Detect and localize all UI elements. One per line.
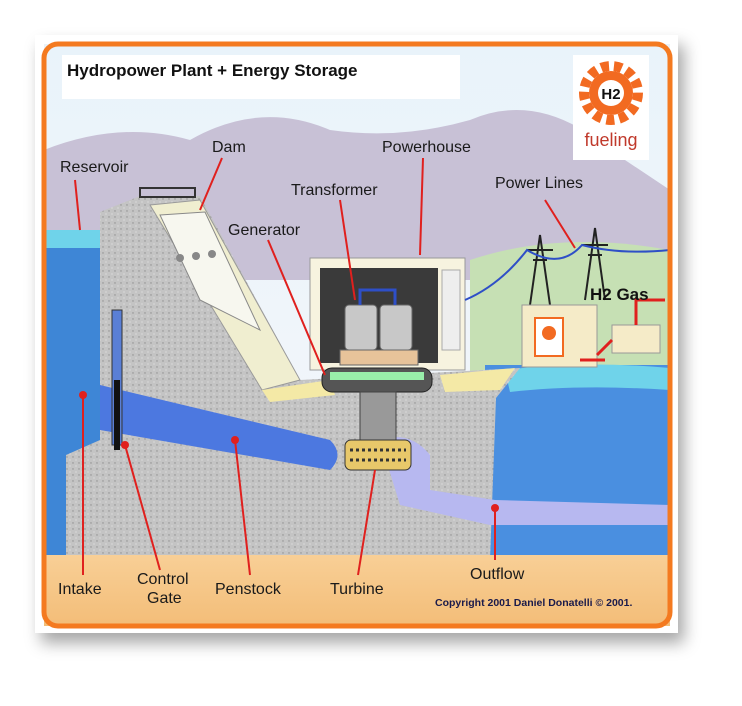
scene	[44, 44, 671, 626]
h2-fueling-logo: H2 fueling	[573, 55, 649, 160]
logo-word: fueling	[584, 130, 637, 150]
label-control-gate-line2: Gate	[147, 590, 182, 607]
label-h2-gas: H2 Gas	[590, 285, 649, 304]
label-transformer: Transformer	[291, 182, 378, 199]
label-power-lines: Power Lines	[495, 175, 583, 192]
label-generator: Generator	[228, 222, 301, 239]
label-intake: Intake	[58, 581, 102, 598]
label-turbine: Turbine	[330, 581, 384, 598]
dam-railing	[139, 187, 196, 198]
outflow-channel	[380, 437, 670, 525]
logo-symbol: H2	[601, 86, 620, 103]
h2-storage-container	[521, 298, 665, 368]
downstream-water	[485, 365, 670, 560]
power-line-towers	[464, 227, 671, 306]
transformer-unit	[339, 288, 419, 366]
diagram-title: Hydropower Plant + Energy Storage	[67, 61, 358, 80]
label-dam: Dam	[212, 139, 246, 156]
title-box	[62, 55, 460, 99]
orange-frame	[41, 41, 673, 629]
copyright-text: Copyright 2001 Daniel Donatelli © 2001.	[435, 597, 632, 609]
label-outflow: Outflow	[470, 566, 525, 583]
leader-lines	[74, 157, 576, 576]
label-penstock: Penstock	[215, 581, 282, 598]
label-powerhouse: Powerhouse	[382, 139, 471, 156]
ground	[44, 555, 670, 626]
label-reservoir: Reservoir	[60, 159, 129, 176]
penstock-pipe	[100, 385, 338, 470]
h2-compressor	[611, 324, 661, 354]
label-control-gate-line1: Control	[137, 571, 189, 588]
turbine-unit	[344, 439, 412, 471]
generator-unit	[321, 367, 433, 443]
